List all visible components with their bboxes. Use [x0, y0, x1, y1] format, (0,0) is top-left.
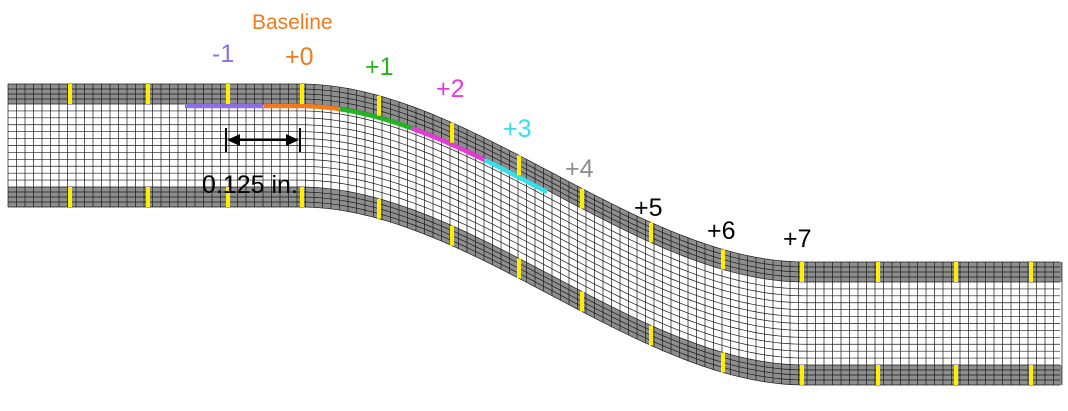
position-label-minus1: -1: [212, 40, 234, 68]
dimension-annotation: 0.125 in.: [202, 128, 301, 199]
dimension-arrowhead-right: [286, 134, 299, 146]
position-label-plus4: +4: [565, 155, 594, 183]
position-label-plus1: +1: [365, 53, 394, 81]
position-label-plus5: +5: [634, 194, 663, 222]
mesh-horizontal-lines: [8, 83, 1060, 386]
position-label-plus2: +2: [436, 75, 465, 103]
baseline-segment: [411, 126, 485, 162]
position-label-plus7: +7: [783, 225, 812, 253]
baseline-segment: [264, 103, 341, 112]
dimension-label: 0.125 in.: [202, 171, 298, 199]
baseline-segment: [484, 158, 549, 195]
baseline-segments: [185, 103, 549, 195]
position-label-plus3: +3: [503, 115, 532, 143]
baseline-segment: [339, 106, 413, 131]
position-label-plus0: +0: [285, 43, 314, 71]
ply-mesh: [7, 83, 1063, 386]
baseline-label: Baseline: [252, 11, 333, 34]
position-labels: Baseline -1 +0 +1 +2 +3 +4 +5 +6 +7: [212, 11, 812, 253]
dimension-arrowhead-left: [227, 134, 240, 146]
yellow-markers: [68, 84, 1033, 385]
position-label-plus6: +6: [707, 217, 736, 245]
